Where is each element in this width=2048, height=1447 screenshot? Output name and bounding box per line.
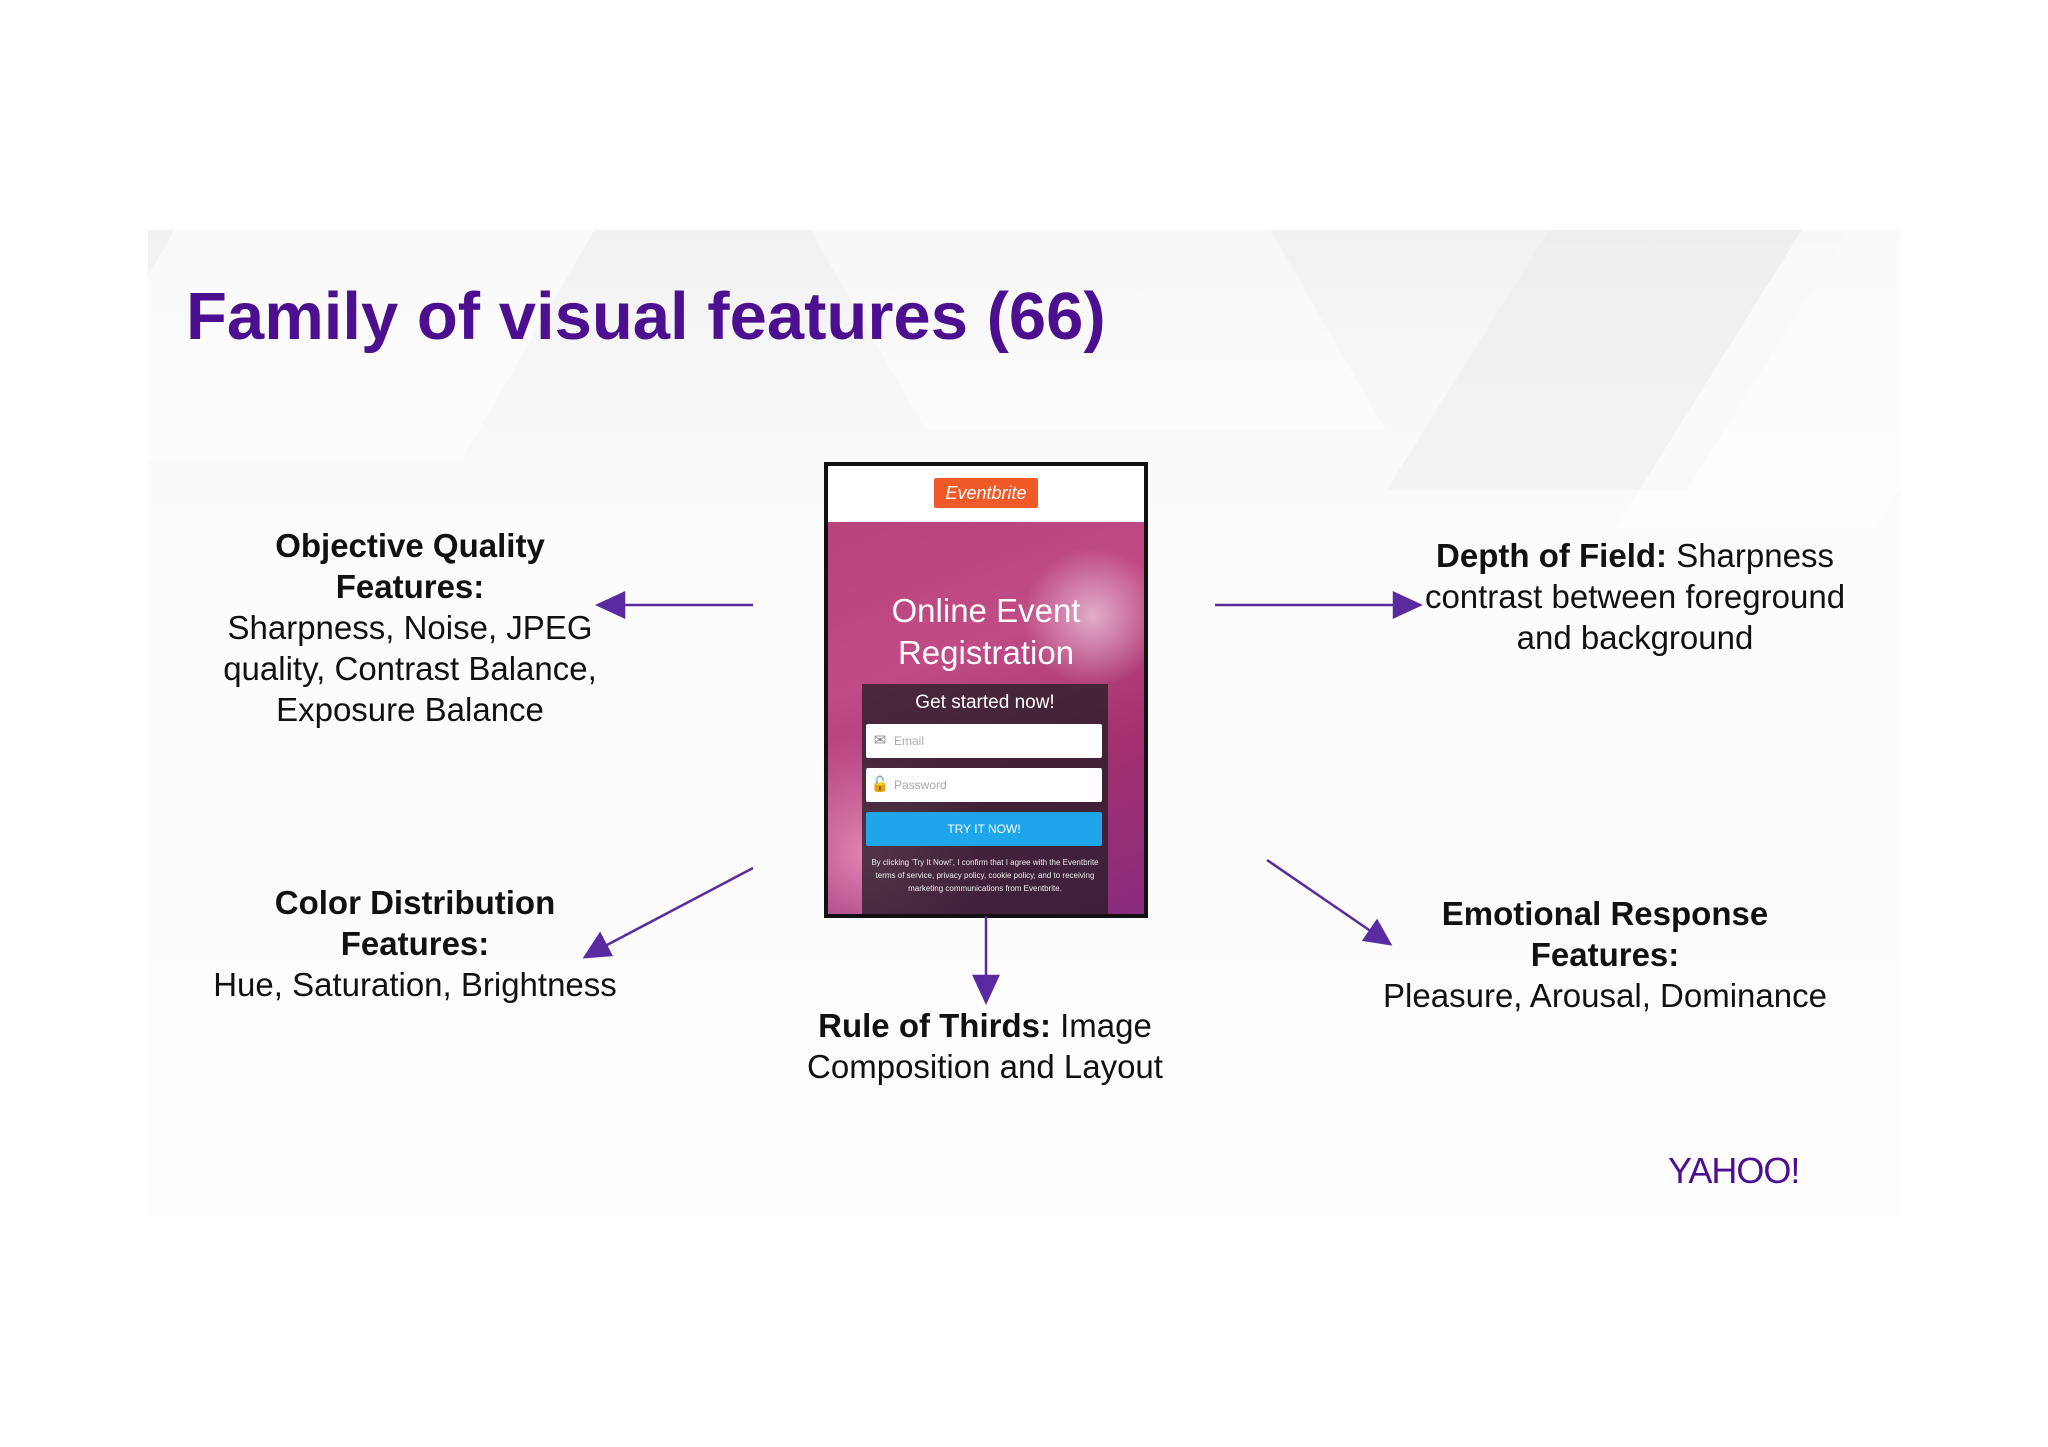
lock-icon: 🔓 bbox=[870, 776, 890, 793]
color-distribution-heading: Color Distribution Features: bbox=[274, 884, 556, 962]
color-distribution-label: Color Distribution Features: Hue, Satura… bbox=[150, 882, 680, 1005]
signup-panel: Get started now! ✉ Email 🔓 Password TRY IT… bbox=[862, 684, 1108, 914]
objective-quality-items: Sharpness, Noise, JPEG quality, Contrast… bbox=[223, 609, 597, 728]
fine-print: By clicking 'Try It Now!', I confirm tha… bbox=[871, 858, 1099, 893]
objective-quality-heading: Objective Quality Features: bbox=[275, 527, 545, 605]
password-field: 🔓 Password bbox=[866, 768, 1102, 802]
emotional-response-label: Emotional Response Features: Pleasure, A… bbox=[1340, 893, 1870, 1016]
slide-title: Family of visual features (66) bbox=[186, 279, 1106, 354]
try-it-now-button: TRY IT NOW! bbox=[866, 812, 1102, 846]
eventbrite-logo: Eventbrite bbox=[934, 478, 1038, 508]
panel-heading: Get started now! bbox=[915, 692, 1055, 713]
rule-of-thirds-heading: Rule of Thirds: bbox=[818, 1007, 1051, 1044]
depth-of-field-items: Sharpness contrast between foreground an… bbox=[1424, 537, 1846, 656]
objective-quality-label: Objective Quality Features: Sharpness, N… bbox=[150, 525, 670, 730]
screenshot-heading: Online Event Registration bbox=[828, 590, 1144, 674]
email-field: ✉ Email bbox=[866, 724, 1102, 758]
emotional-response-items: Pleasure, Arousal, Dominance bbox=[1383, 977, 1827, 1014]
eventbrite-screenshot: Eventbrite Online Event Registration Get… bbox=[824, 462, 1148, 918]
email-placeholder: Email bbox=[894, 734, 925, 748]
emotional-response-heading: Emotional Response Features: bbox=[1441, 895, 1769, 973]
password-placeholder: Password bbox=[894, 778, 947, 792]
yahoo-logo: YAHOO! bbox=[1668, 1150, 1800, 1191]
screenshot-header: Eventbrite bbox=[828, 466, 1144, 522]
heading-line-2: Registration bbox=[897, 634, 1075, 671]
depth-of-field-heading: Depth of Field: bbox=[1436, 537, 1668, 574]
rule-of-thirds-items: Image Composition and Layout bbox=[807, 1007, 1163, 1085]
heading-line-1: Online Event bbox=[891, 592, 1081, 629]
depth-of-field-label: Depth of Field: Sharpness contrast betwe… bbox=[1400, 535, 1870, 658]
rule-of-thirds-label: Rule of Thirds: Image Composition and La… bbox=[795, 1005, 1175, 1087]
color-distribution-items: Hue, Saturation, Brightness bbox=[213, 966, 617, 1003]
mail-icon: ✉ bbox=[873, 732, 887, 749]
